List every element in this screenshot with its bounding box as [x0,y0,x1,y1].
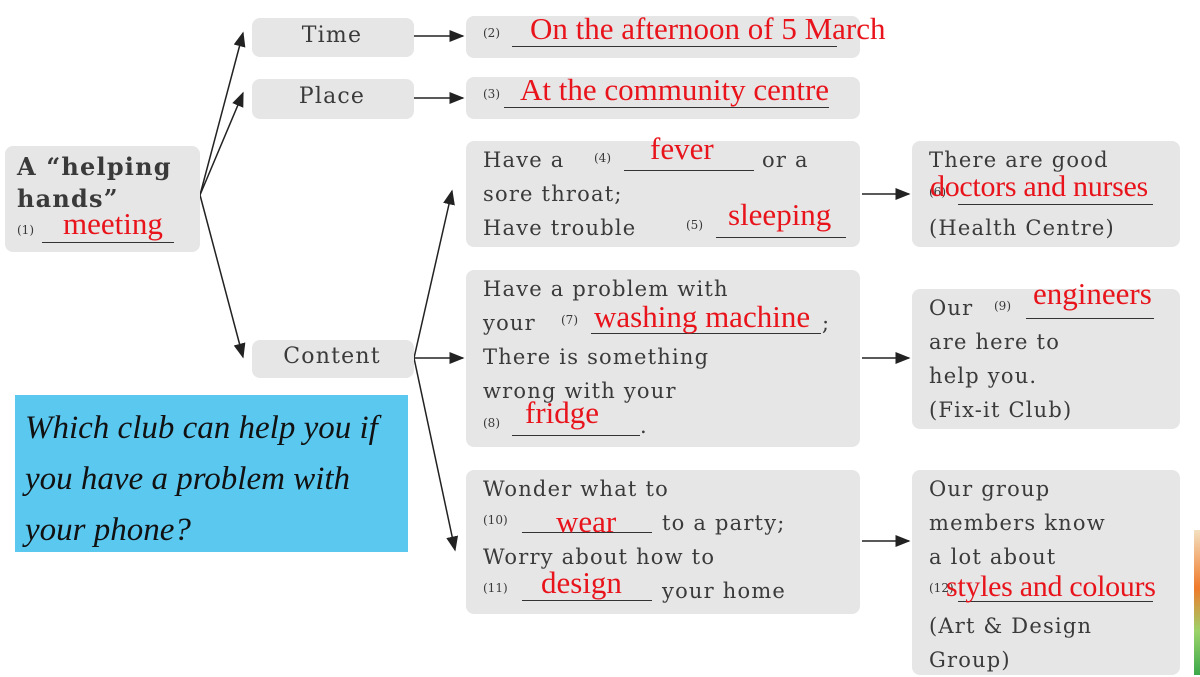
blank-4 [624,170,754,171]
answer-11: design [541,565,622,600]
design-line1: Wonder what to [483,477,669,501]
answer-2: On the afternoon of 5 March [530,11,886,46]
time-node: Time [252,18,414,57]
blank-10-number: (10) [483,513,508,527]
design-club-line2: members know [929,511,1106,535]
answer-12: styles and colours [946,570,1156,603]
blank-5 [716,237,846,238]
fixit-line2-post: ; [822,311,831,335]
blank-3 [504,107,829,108]
design-club-line5: (Art & Design [929,614,1093,638]
question-box: Which club can help you if you have a pr… [15,395,408,552]
design-club-line3: a lot about [929,545,1057,569]
design-club-line1: Our group [929,477,1051,501]
design-problem-box: Wonder what to (10) to a party; Worry ab… [466,470,860,614]
blank-5-number: (5) [686,218,703,232]
fixit-line2-pre: your [483,311,536,335]
design-line2-post: to a party; [662,511,786,535]
fixit-club-line4: (Fix-it Club) [929,398,1073,422]
center-line1: A “helping [17,152,172,181]
design-line3: Worry about how to [483,545,716,569]
blank-10 [522,532,652,533]
health-club-line3: (Health Centre) [929,216,1115,240]
center-line2: hands” [17,184,119,213]
arrow-content-health [413,189,455,359]
answer-9: engineers [1033,276,1152,311]
blank-12 [958,601,1153,602]
place-answer-box: (3) [466,77,860,119]
health-line1-post: or a [762,148,809,172]
time-answer-box: (2) [466,16,860,58]
blank-2 [512,46,837,47]
blank-4-number: (4) [594,151,611,165]
fixit-club-line3: help you. [929,364,1038,388]
center-node: A “helping hands” (1) meeting [5,146,200,252]
blank-6 [958,204,1153,205]
content-node: Content [252,340,414,378]
time-label: Time [301,23,363,48]
health-problem-box: Have a (4) or a sore throat; Have troubl… [466,141,860,247]
design-club-box: Our group members know a lot about (12) … [912,470,1180,675]
blank-9-number: (9) [994,299,1011,313]
answer-4: fever [650,131,714,166]
question-text: Which club can help you if you have a pr… [25,410,378,548]
fixit-club-line1-pre: Our [929,296,974,320]
blank-11-number: (11) [483,581,508,595]
fixit-club-line2: are here to [929,330,1061,354]
health-line1-pre: Have a [483,148,565,172]
blank-8 [512,435,640,436]
fixit-problem-box: Have a problem with your (7) ; There is … [466,270,860,447]
blank-9 [1026,318,1154,319]
fixit-line3: There is something [483,345,710,369]
answer-1: meeting [63,206,163,241]
content-label: Content [283,344,381,369]
design-club-line6: Group) [929,648,1011,672]
blank-7-number: (7) [561,313,578,327]
answer-5: sleeping [728,197,832,232]
fixit-line4: wrong with your [483,379,677,403]
health-line2: sore throat; [483,182,623,206]
answer-10: wear [556,504,617,539]
arrow-center-time [199,31,246,196]
blank-8-number: (8) [483,416,500,430]
health-line3-pre: Have trouble [483,216,637,240]
arrow-center-content [199,194,246,359]
arrow-content-design [413,357,459,552]
blank-2-number: (2) [483,26,500,40]
health-club-box: There are good (6) (Health Centre) [912,141,1180,247]
blank-7 [591,333,821,334]
place-node: Place [252,79,414,119]
blank-3-number: (3) [483,87,500,101]
fixit-club-box: Our (9) are here to help you. (Fix-it Cl… [912,289,1180,429]
arrow-center-place [199,91,244,196]
answer-6: doctors and nurses [930,170,1148,203]
blank-1-number: (1) [17,223,34,237]
answer-8: fridge [525,395,600,430]
health-club-line1: There are good [929,148,1109,172]
design-line4-post: your home [662,579,787,603]
place-label: Place [298,84,366,109]
blank-6-number: (6) [929,185,946,199]
blank-12-number: (12) [929,581,954,595]
edge-strip [1194,530,1200,675]
fixit-line5-post: . [640,414,648,438]
blank-1 [42,242,174,243]
fixit-line1: Have a problem with [483,277,729,301]
answer-7: washing machine [594,299,811,334]
answer-3: At the community centre [520,72,830,107]
blank-11 [522,600,652,601]
